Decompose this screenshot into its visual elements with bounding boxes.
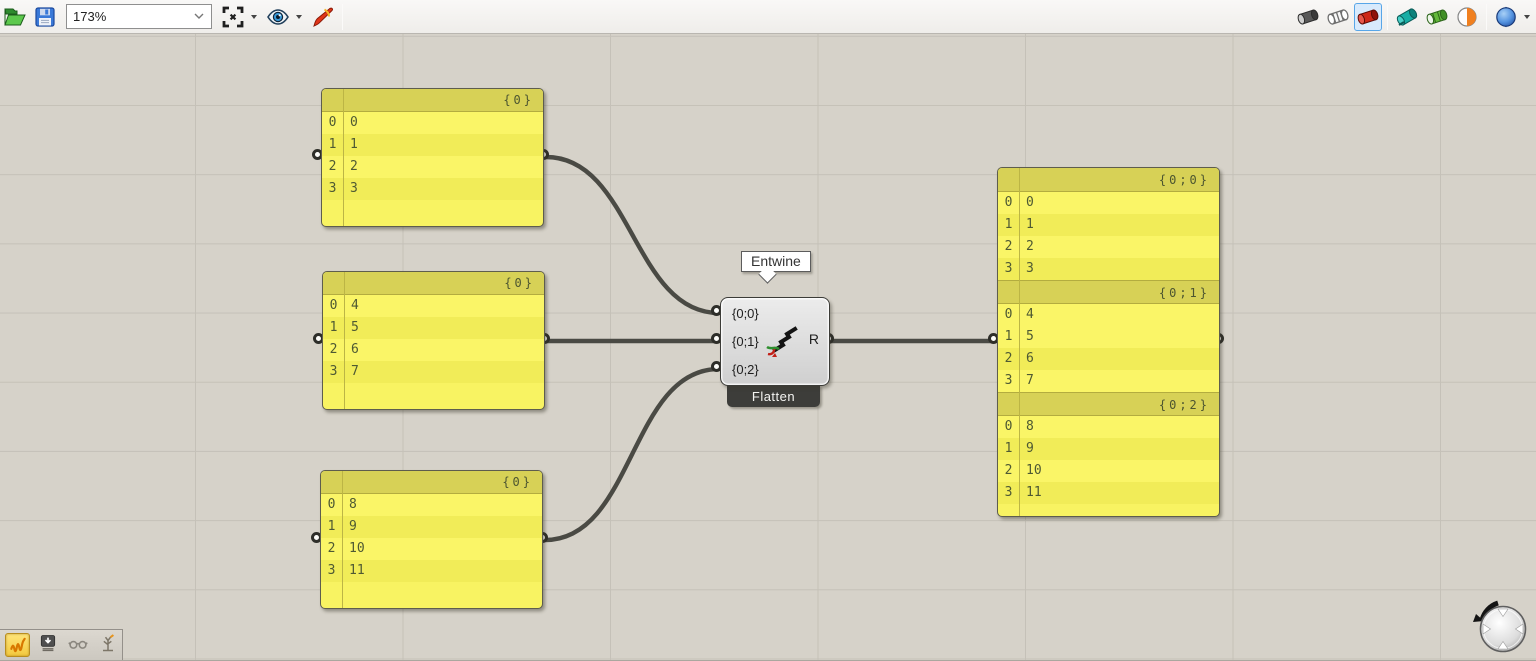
toolbar-separator — [1486, 3, 1487, 30]
zoom-extents-button[interactable] — [219, 3, 247, 31]
preview-blue-dropdown-caret[interactable] — [1524, 14, 1530, 19]
spectacles-button[interactable] — [65, 633, 90, 657]
preview-green-button[interactable] — [1423, 3, 1451, 31]
preview-off-button[interactable] — [1294, 3, 1322, 31]
entwine-input-label-1[interactable]: {0;1} — [732, 334, 759, 349]
panel-index-divider — [1019, 168, 1020, 516]
entwine-icon — [765, 320, 799, 363]
panel-index-divider — [344, 272, 345, 409]
output-section-header-2: {0;2} — [998, 392, 1219, 416]
panel2-path-header: {0} — [323, 272, 544, 295]
eye-icon — [266, 5, 290, 29]
canvas-mini-toolbar — [0, 629, 123, 660]
zoom-extents-icon — [221, 5, 245, 29]
panel-index-divider — [342, 471, 343, 608]
open-folder-icon — [3, 5, 27, 29]
sketch-tool-button[interactable] — [309, 3, 337, 31]
combobox-chevron-icon — [193, 11, 205, 23]
panel-index-divider — [343, 89, 344, 226]
sketch-pen-icon — [311, 5, 335, 29]
wave-icon — [8, 633, 28, 658]
panel1-path-header: {0} — [322, 89, 543, 112]
open-file-button[interactable] — [1, 3, 29, 31]
cylinder-wireframe-icon — [1326, 5, 1350, 29]
preview-colours-button[interactable] — [1453, 3, 1481, 31]
cylinder-gray-icon — [1296, 5, 1320, 29]
flatten-tag: Flatten — [727, 385, 820, 407]
output-section-header-0: {0;0} — [998, 168, 1219, 192]
preview-teal-button[interactable] — [1393, 3, 1421, 31]
toolbar-separator — [1387, 3, 1388, 30]
cylinder-red-icon — [1356, 5, 1380, 29]
preview-visibility-button[interactable] — [264, 3, 292, 31]
sphere-blue-icon — [1494, 5, 1518, 29]
save-file-button[interactable] — [31, 3, 59, 31]
cylinder-teal-icon — [1395, 5, 1419, 29]
toolbar-separator — [342, 3, 343, 30]
download-solution-button[interactable] — [35, 633, 60, 657]
entwine-input-label-2[interactable]: {0;2} — [732, 362, 759, 377]
canvas-compass-icon[interactable] — [1472, 598, 1530, 661]
zoom-combobox[interactable]: 173% — [66, 4, 212, 29]
top-toolbar: 173% — [0, 0, 1536, 34]
sketch-wave-button[interactable] — [5, 633, 30, 657]
preview-visibility-dropdown-caret[interactable] — [296, 14, 302, 19]
spectacles-icon — [67, 632, 89, 659]
wire-panel3-to-entwine[interactable] — [542, 366, 722, 543]
entwine-output-label[interactable]: R — [808, 331, 819, 347]
preview-shaded-button[interactable] — [1354, 2, 1382, 31]
zoom-extents-dropdown-caret[interactable] — [251, 14, 257, 19]
entwine-component[interactable]: {0;0} {0;1} {0;2} R — [720, 297, 830, 386]
cylinder-green-icon — [1425, 5, 1449, 29]
entwine-tooltip: Entwine — [741, 251, 811, 272]
preview-wireframe-button[interactable] — [1324, 3, 1352, 31]
tree-view-button[interactable] — [95, 633, 120, 657]
save-floppy-icon — [33, 5, 57, 29]
entwine-input-label-0[interactable]: {0;0} — [732, 306, 759, 321]
tree-icon — [98, 633, 118, 658]
wire-panel1-to-entwine[interactable] — [543, 154, 722, 316]
output-section-header-1: {0;1} — [998, 280, 1219, 304]
preview-blue-button[interactable] — [1492, 3, 1520, 31]
download-icon — [38, 633, 58, 658]
zoom-value: 173% — [73, 9, 107, 24]
panel3-path-header: {0} — [321, 471, 542, 494]
sphere-orange-white-icon — [1455, 5, 1479, 29]
